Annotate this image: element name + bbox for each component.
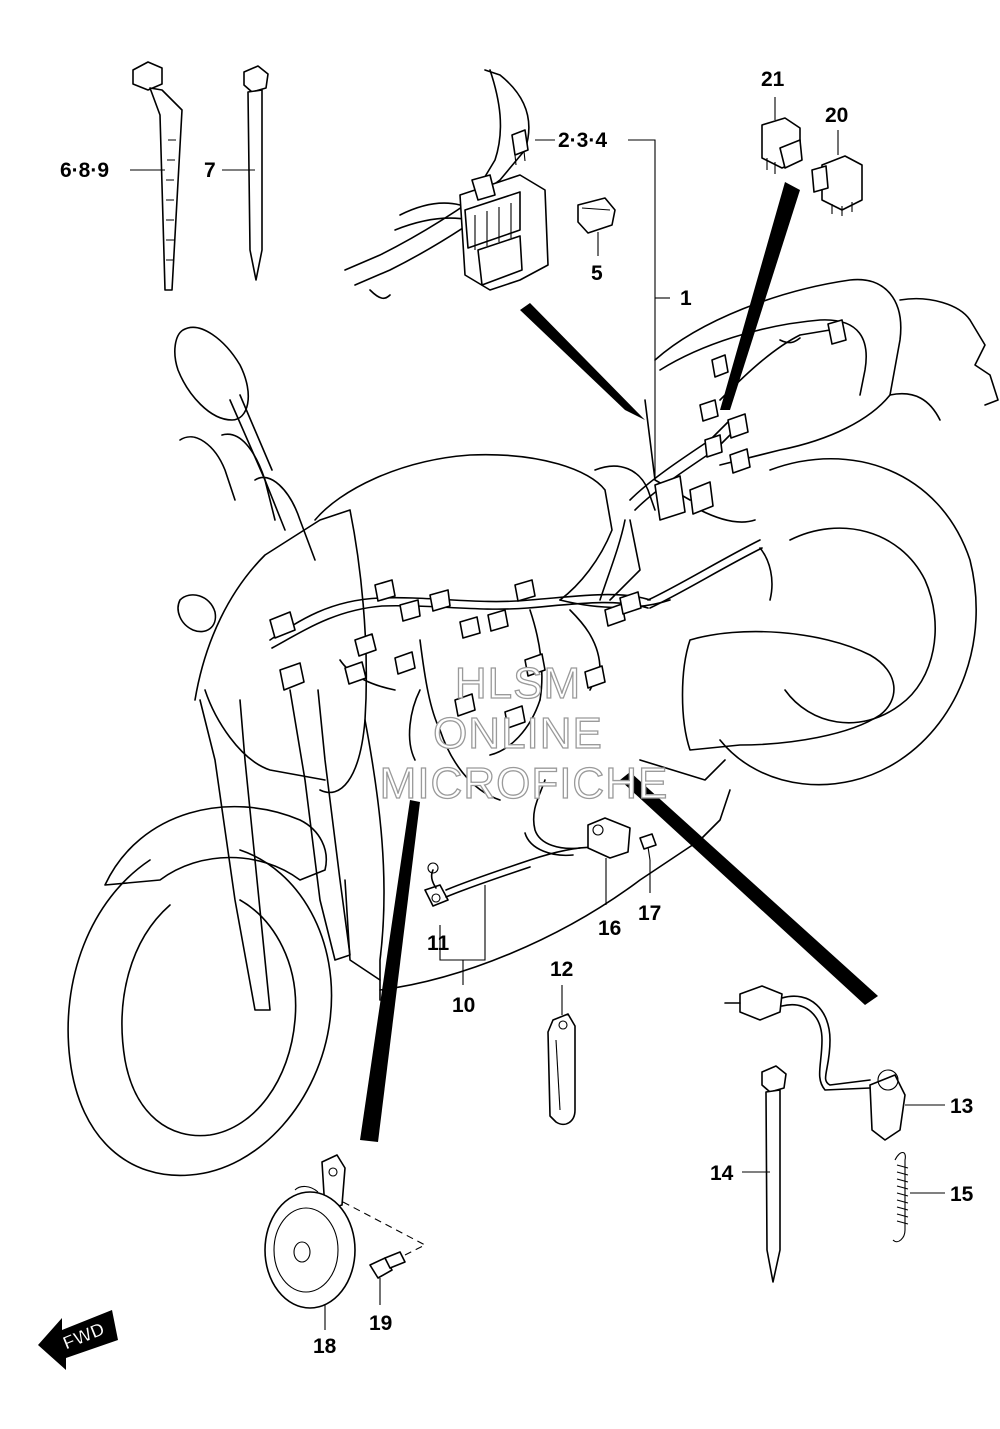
- callout-14: 14: [710, 1162, 734, 1185]
- spring-15: [892, 1151, 909, 1243]
- watermark: HLSM ONLINE MICROFICHE: [379, 658, 669, 808]
- pointer-wedges: [360, 182, 878, 1142]
- callout-5: 5: [591, 262, 603, 285]
- callout-20: 20: [825, 104, 848, 127]
- callout-16: 16: [598, 917, 621, 940]
- cable-tie: [243, 65, 269, 281]
- callout-19: 19: [369, 1312, 392, 1335]
- leader-lines: [130, 97, 945, 1330]
- cable-tie-14: [761, 1065, 787, 1283]
- callout-12: 12: [550, 958, 573, 981]
- horn-mount-dash: [342, 1201, 427, 1256]
- horn-18: [264, 1154, 356, 1309]
- callout-18: 18: [313, 1335, 337, 1358]
- callout-6-8-9: 6·8·9: [60, 159, 109, 182]
- bracket-12: [547, 1013, 576, 1126]
- callout-labels: 1 2·3·4 5 6·8·9 7 10 11 12 13 14 15 16 1…: [60, 68, 974, 1358]
- cable-tie-clamp: [132, 61, 183, 291]
- callout-10: 10: [452, 994, 475, 1017]
- watermark-line-3: MICROFICHE: [380, 759, 669, 808]
- watermark-line-2: ONLINE: [433, 709, 603, 758]
- sensor-13: [724, 985, 906, 1141]
- callout-11: 11: [427, 932, 450, 955]
- screw-17: [639, 833, 657, 861]
- callout-2-3-4: 2·3·4: [558, 129, 607, 152]
- watermark-line-1: HLSM: [455, 659, 581, 708]
- sensor-16: [524, 779, 631, 859]
- bolt-19: [369, 1251, 406, 1279]
- callout-15: 15: [950, 1183, 974, 1206]
- relay-20: [811, 155, 863, 216]
- relay-21: [761, 117, 803, 174]
- callout-1: 1: [680, 287, 692, 310]
- callout-17: 17: [638, 902, 661, 925]
- fuse-box: [459, 174, 549, 291]
- motorcycle-outline: [67, 278, 999, 1177]
- callout-21: 21: [761, 68, 785, 91]
- wiring-harness: [269, 319, 847, 801]
- callout-7: 7: [204, 159, 216, 182]
- fuse-part: [511, 129, 529, 166]
- fuse-cover-part: [577, 197, 616, 234]
- forward-arrow-icon: FWD: [38, 1310, 118, 1370]
- ground-cable: [424, 846, 606, 907]
- callout-13: 13: [950, 1095, 973, 1118]
